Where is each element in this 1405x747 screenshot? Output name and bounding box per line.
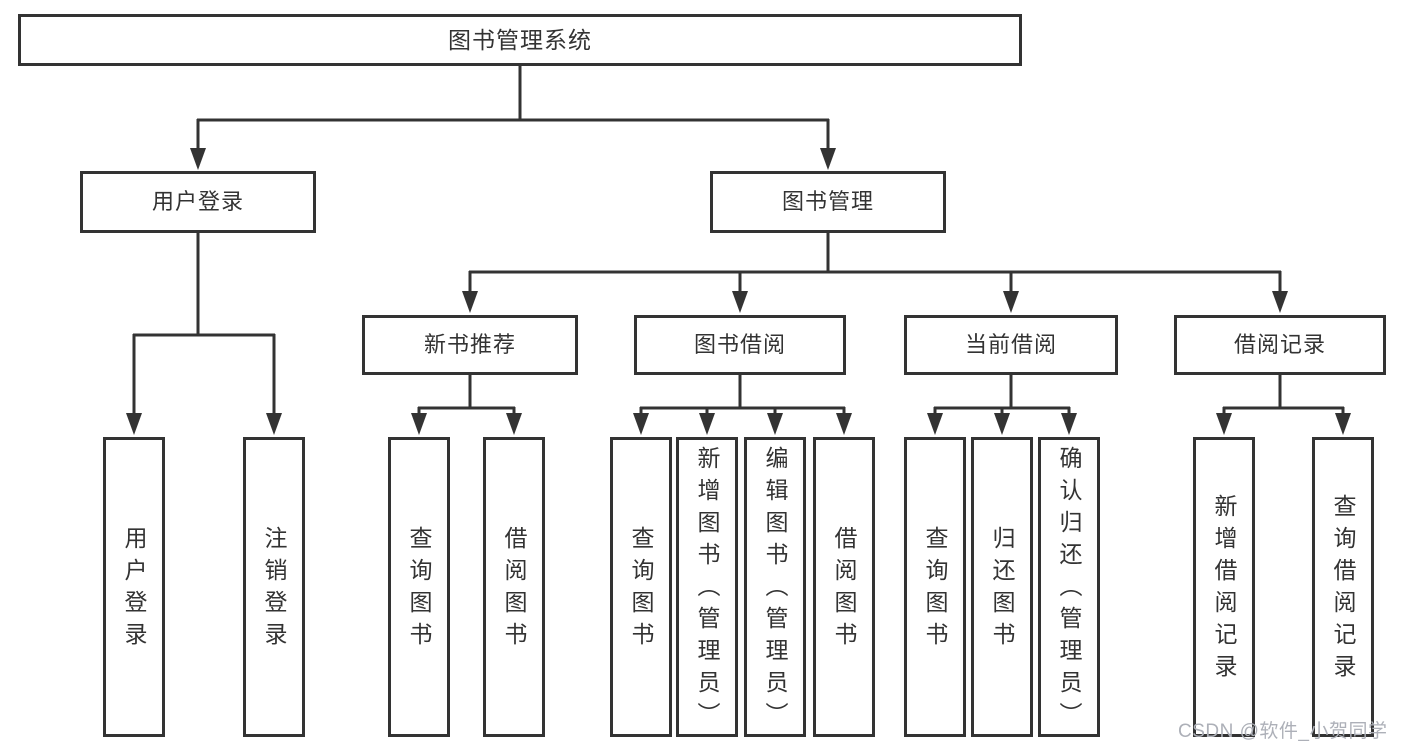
node-book-management: 图书管理 bbox=[710, 171, 946, 233]
leaf-edit-book-admin: 编辑图书（管理员） bbox=[744, 437, 806, 737]
node-borrow-records: 借阅记录 bbox=[1174, 315, 1386, 375]
node-current-borrowing: 当前借阅 bbox=[904, 315, 1118, 375]
leaf-borrow-books-recommend: 借阅图书 bbox=[483, 437, 545, 737]
leaf-query-books-recommend: 查询图书 bbox=[388, 437, 450, 737]
watermark: CSDN @软件_小贺同学 bbox=[1178, 721, 1388, 742]
leaf-add-book-admin: 新增图书（管理员） bbox=[676, 437, 738, 737]
node-library-system: 图书管理系统 bbox=[18, 14, 1022, 66]
leaf-query-books-current: 查询图书 bbox=[904, 437, 966, 737]
node-user-login: 用户登录 bbox=[80, 171, 316, 233]
leaf-borrow-books-borrowing: 借阅图书 bbox=[813, 437, 875, 737]
leaf-return-book: 归还图书 bbox=[971, 437, 1033, 737]
node-book-borrowing: 图书借阅 bbox=[634, 315, 846, 375]
leaf-confirm-return-admin: 确认归还（管理员） bbox=[1038, 437, 1100, 737]
leaf-query-borrow-record: 查询借阅记录 bbox=[1312, 437, 1374, 737]
leaf-user-login: 用户登录 bbox=[103, 437, 165, 737]
leaf-query-books-borrowing: 查询图书 bbox=[610, 437, 672, 737]
node-new-book-recommend: 新书推荐 bbox=[362, 315, 578, 375]
leaf-add-borrow-record: 新增借阅记录 bbox=[1193, 437, 1255, 737]
leaf-logout: 注销登录 bbox=[243, 437, 305, 737]
